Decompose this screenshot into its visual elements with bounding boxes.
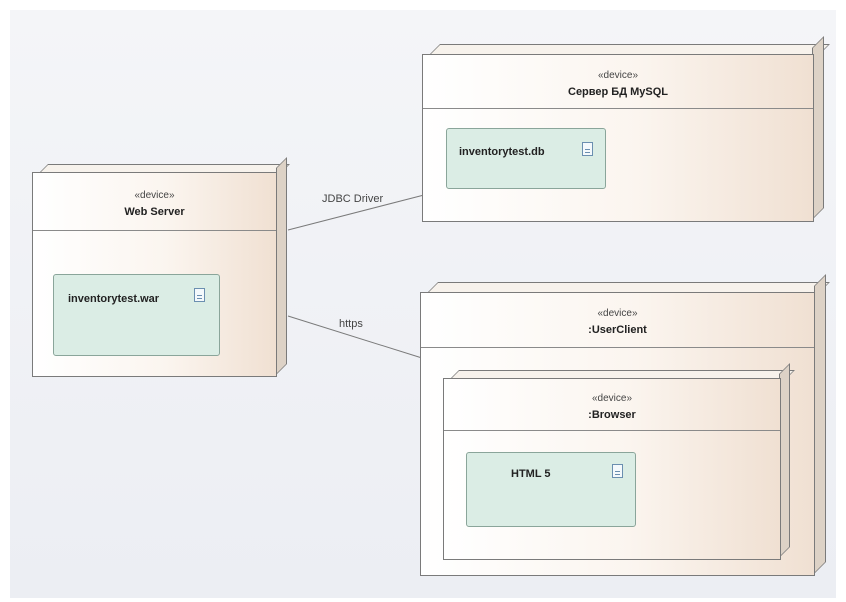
db-server-divider bbox=[423, 108, 813, 109]
node-web-server[interactable]: «device» Web Server inventorytest.war bbox=[32, 157, 290, 377]
db-server-title: Сервер БД MySQL bbox=[568, 86, 668, 98]
artifact-inventorytest-war[interactable]: inventorytest.war bbox=[53, 274, 220, 356]
user-client-stereotype: «device» bbox=[597, 308, 638, 319]
connector-jdbc-label: JDBC Driver bbox=[322, 193, 384, 205]
node-browser[interactable]: «device» :Browser HTML 5 bbox=[443, 363, 795, 560]
document-icon bbox=[194, 288, 205, 302]
user-client-divider bbox=[421, 347, 814, 348]
web-server-stereotype: «device» bbox=[134, 190, 175, 201]
browser-stereotype: «device» bbox=[591, 393, 633, 404]
browser-title: :Browser bbox=[588, 409, 636, 421]
connector-https[interactable] bbox=[287, 315, 423, 359]
node-user-client[interactable]: «device» :UserClient «device» :Browser H… bbox=[420, 274, 830, 576]
db-server-stereotype: «device» bbox=[597, 70, 639, 81]
artifact-html5[interactable]: HTML 5 bbox=[466, 452, 636, 527]
web-server-title: Web Server bbox=[124, 206, 185, 218]
connector-https-label: https bbox=[339, 318, 363, 330]
artifact-html5-label: HTML 5 bbox=[511, 468, 551, 480]
artifact-war-label: inventorytest.war bbox=[68, 293, 160, 305]
document-icon bbox=[612, 464, 623, 478]
web-server-divider bbox=[33, 230, 276, 231]
artifact-db-label: inventorytest.db bbox=[459, 146, 545, 158]
document-icon bbox=[582, 142, 593, 156]
user-client-title: :UserClient bbox=[588, 324, 647, 336]
browser-divider bbox=[444, 430, 780, 431]
artifact-inventorytest-db[interactable]: inventorytest.db bbox=[446, 128, 606, 189]
connector-jdbc[interactable] bbox=[287, 194, 425, 231]
node-db-server[interactable]: «device» Сервер БД MySQL inventorytest.d… bbox=[422, 36, 830, 222]
